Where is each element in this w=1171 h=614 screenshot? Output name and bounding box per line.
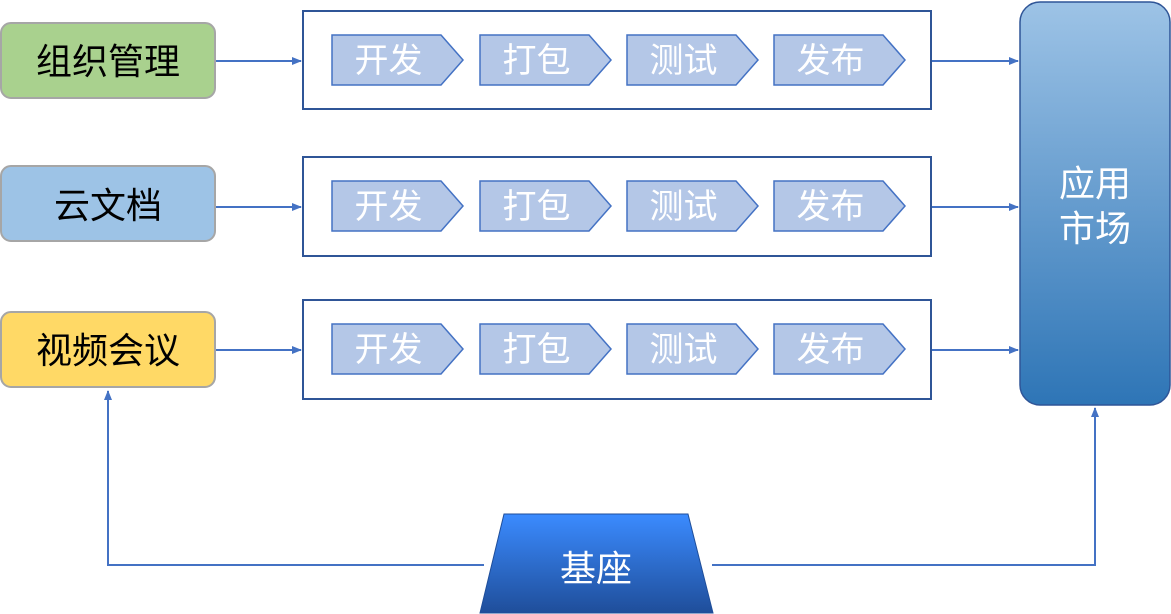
step-label: 开发 <box>355 187 423 227</box>
step-package-row-2: 打包 <box>479 180 612 232</box>
step-label: 打包 <box>503 330 571 370</box>
step-develop-row-3: 开发 <box>331 323 464 375</box>
step-chevron <box>626 180 759 232</box>
step-label: 发布 <box>797 187 865 227</box>
market-label-line1: 应用 <box>1059 164 1131 205</box>
step-chevron <box>331 323 464 375</box>
module-label: 视频会议 <box>36 331 180 372</box>
module-label: 组织管理 <box>36 42 180 83</box>
module-label: 云文档 <box>54 186 162 227</box>
step-chevron <box>479 323 612 375</box>
module-box-org-management: 组织管理 <box>0 22 216 99</box>
module-box-video-meeting: 视频会议 <box>0 311 216 388</box>
step-chevron <box>479 34 612 86</box>
step-chevron <box>331 180 464 232</box>
module-box-cloud-docs: 云文档 <box>0 165 216 242</box>
step-label: 开发 <box>355 330 423 370</box>
market-label-line2: 市场 <box>1059 209 1131 250</box>
step-label: 测试 <box>650 41 718 81</box>
step-label: 开发 <box>355 41 423 81</box>
step-package-row-3: 打包 <box>479 323 612 375</box>
step-label: 发布 <box>797 41 865 81</box>
base-platform: 基座 <box>479 513 714 614</box>
step-develop-row-1: 开发 <box>331 34 464 86</box>
app-market-box: 应用 市场 <box>1019 1 1171 406</box>
step-chevron <box>773 180 906 232</box>
step-release-row-3: 发布 <box>773 323 906 375</box>
step-chevron <box>626 323 759 375</box>
arrow-base-to-app-market <box>712 407 1099 566</box>
step-label: 打包 <box>503 41 571 81</box>
step-chevron <box>773 323 906 375</box>
step-test-row-2: 测试 <box>626 180 759 232</box>
step-release-row-2: 发布 <box>773 180 906 232</box>
step-test-row-1: 测试 <box>626 34 759 86</box>
step-chevron <box>479 180 612 232</box>
step-chevron <box>773 34 906 86</box>
step-develop-row-2: 开发 <box>331 180 464 232</box>
pipeline-steps: 开发打包测试发布开发打包测试发布开发打包测试发布 <box>331 34 906 375</box>
step-label: 打包 <box>503 187 571 227</box>
arrow-base-to-video-meeting <box>104 390 484 566</box>
step-label: 测试 <box>650 330 718 370</box>
step-release-row-1: 发布 <box>773 34 906 86</box>
step-chevron <box>626 34 759 86</box>
base-label: 基座 <box>560 549 632 590</box>
step-package-row-1: 打包 <box>479 34 612 86</box>
step-label: 发布 <box>797 330 865 370</box>
step-test-row-3: 测试 <box>626 323 759 375</box>
step-chevron <box>331 34 464 86</box>
step-label: 测试 <box>650 187 718 227</box>
